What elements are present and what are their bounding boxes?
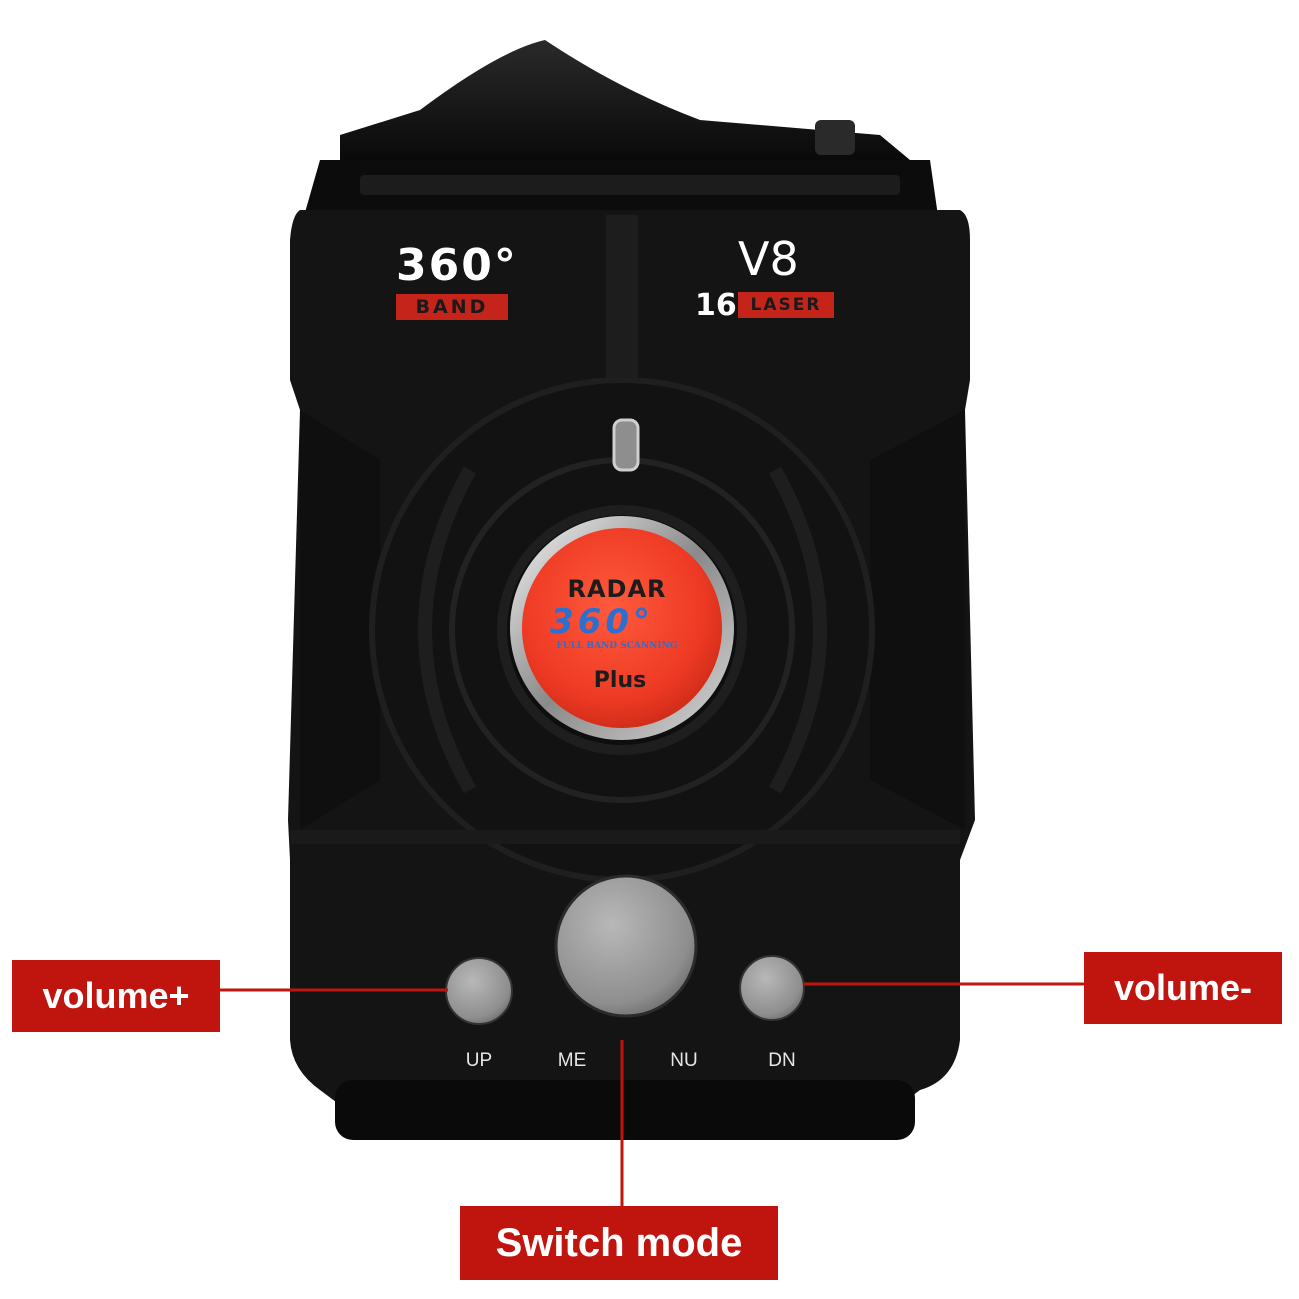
- badge-360-text: 360°: [550, 602, 654, 642]
- badge-radar-text: RADAR: [567, 575, 667, 603]
- button-nu-label: NU: [670, 1050, 698, 1071]
- mount-clip: [815, 120, 855, 155]
- button-up: [445, 957, 513, 1025]
- led-indicator: [612, 418, 640, 472]
- laser-number: 16: [695, 288, 737, 323]
- badge-subtitle: FULL BAND SCANNING: [556, 641, 678, 651]
- button-dn: [739, 955, 805, 1021]
- button-me-label: ME: [557, 1050, 587, 1071]
- right-side-panel: [870, 410, 965, 830]
- laser-label: LASER: [738, 292, 834, 318]
- button-me: [554, 874, 698, 1018]
- base-plate: [335, 1080, 915, 1140]
- brand-360-label: 360°: [396, 240, 518, 291]
- badge-plus-text: Plus: [593, 668, 647, 693]
- button-ridge: [290, 830, 960, 844]
- button-dn-label: DN: [768, 1050, 796, 1071]
- visor-hood: [340, 40, 910, 165]
- callout-volume-up: volume+: [12, 960, 220, 1032]
- left-arc: [418, 466, 477, 794]
- brand-band-label: BAND: [396, 294, 508, 320]
- model-label: V8: [738, 232, 799, 286]
- callout-switch-mode: Switch mode: [460, 1206, 778, 1280]
- top-vent-strip: [360, 175, 900, 195]
- left-side-panel: [300, 410, 380, 830]
- button-up-label: UP: [465, 1050, 493, 1071]
- right-arc: [768, 466, 827, 794]
- badge-face: [522, 528, 722, 728]
- callout-volume-down: volume-: [1084, 952, 1282, 1024]
